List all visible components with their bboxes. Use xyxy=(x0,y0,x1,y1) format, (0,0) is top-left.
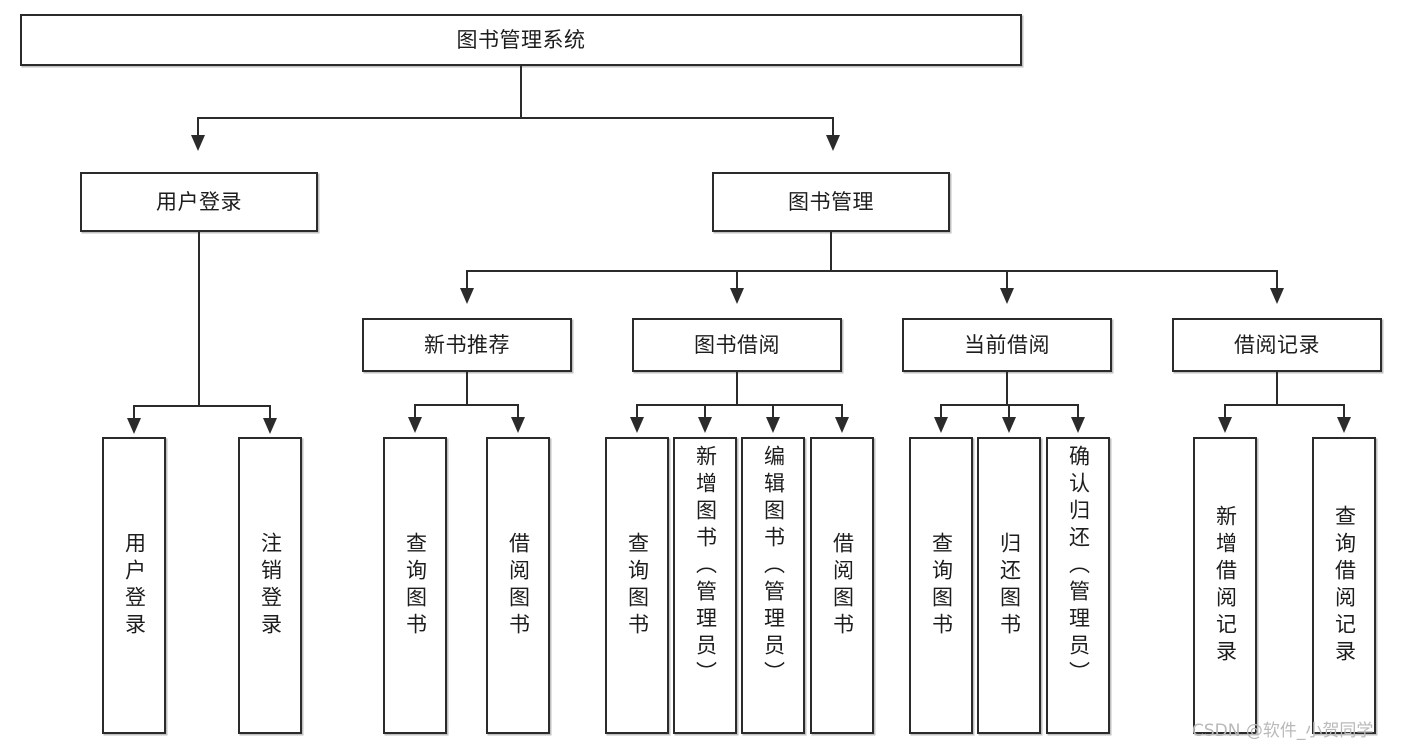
leaf-book-borrow-add[interactable]: 新增图书（管理员） xyxy=(673,437,737,734)
leaf-borrow-record-query-label: 查询借阅记录 xyxy=(1332,504,1357,667)
arrowhead-leaf-bb-2 xyxy=(698,417,712,433)
node-book-borrow[interactable]: 图书借阅 xyxy=(632,318,842,372)
connector-drop-leaf-br-2 xyxy=(1343,404,1345,420)
arrowhead-leaf-bb-3 xyxy=(766,417,780,433)
leaf-current-borrow-query-label: 查询图书 xyxy=(929,531,954,640)
arrowhead-current-borrow xyxy=(1000,288,1014,304)
connector-drop-leaf-nb-2 xyxy=(517,404,519,420)
connector-drop-leaf-bb-3 xyxy=(772,404,774,420)
connector-leaf-bus-book-borrow xyxy=(636,404,842,406)
node-user-login-label: 用户登录 xyxy=(156,189,242,214)
connector-drop-leaf-bb-4 xyxy=(841,404,843,420)
connector-drop-leaf-bb-1 xyxy=(636,404,638,420)
connector-drop-leaf-user-login-1 xyxy=(133,405,135,421)
node-current-borrow[interactable]: 当前借阅 xyxy=(902,318,1112,372)
connector-drop-current-borrow xyxy=(1006,270,1008,292)
leaf-book-borrow-add-label: 新增图书（管理员） xyxy=(693,445,718,688)
node-book-management[interactable]: 图书管理 xyxy=(712,172,950,232)
leaf-current-borrow-confirm-label: 确认归还（管理员） xyxy=(1066,445,1091,688)
leaf-current-borrow-return[interactable]: 归还图书 xyxy=(977,437,1041,734)
node-book-management-label: 图书管理 xyxy=(788,189,874,214)
arrowhead-borrow-record xyxy=(1270,288,1284,304)
connector-drop-leaf-cb-1 xyxy=(940,404,942,420)
arrowhead-leaf-user-login-2 xyxy=(263,418,277,434)
connector-drop-new-book xyxy=(466,270,468,292)
connector-user-login-leaf-bus xyxy=(133,405,270,407)
leaf-borrow-record-add[interactable]: 新增借阅记录 xyxy=(1193,437,1257,734)
connector-drop-user-login xyxy=(197,117,199,139)
arrowhead-leaf-cb-2 xyxy=(1002,417,1016,433)
connector-drop-book-borrow xyxy=(736,270,738,292)
connector-stem-new-book xyxy=(466,372,468,405)
leaf-book-borrow-query-label: 查询图书 xyxy=(625,531,650,640)
arrowhead-leaf-user-login-1 xyxy=(127,418,141,434)
connector-user-login-stem xyxy=(198,232,200,406)
arrowhead-leaf-br-1 xyxy=(1218,417,1232,433)
connector-drop-leaf-user-login-2 xyxy=(269,405,271,421)
connector-drop-borrow-record xyxy=(1276,270,1278,292)
node-new-book-recommend-label: 新书推荐 xyxy=(424,332,510,357)
connector-drop-leaf-cb-2 xyxy=(1008,404,1010,420)
arrowhead-leaf-cb-1 xyxy=(934,417,948,433)
connector-stem-current-borrow xyxy=(1006,372,1008,405)
arrowhead-leaf-bb-1 xyxy=(630,417,644,433)
connector-level3-bus xyxy=(466,270,1276,272)
connector-drop-leaf-cb-3 xyxy=(1077,404,1079,420)
leaf-borrow-record-query[interactable]: 查询借阅记录 xyxy=(1312,437,1376,734)
leaf-new-book-query-label: 查询图书 xyxy=(403,531,428,640)
leaf-new-book-query[interactable]: 查询图书 xyxy=(383,437,447,734)
arrowhead-leaf-nb-1 xyxy=(408,417,422,433)
leaf-book-borrow-borrow-label: 借阅图书 xyxy=(830,531,855,640)
leaf-book-borrow-edit-label: 编辑图书（管理员） xyxy=(761,445,786,688)
node-book-borrow-label: 图书借阅 xyxy=(694,332,780,357)
node-current-borrow-label: 当前借阅 xyxy=(964,332,1050,357)
connector-leaf-bus-new-book xyxy=(414,404,518,406)
connector-stem-book-borrow xyxy=(736,372,738,405)
node-borrow-record-label: 借阅记录 xyxy=(1234,332,1320,357)
leaf-user-login-login[interactable]: 用户登录 xyxy=(102,437,166,734)
connector-drop-leaf-br-1 xyxy=(1224,404,1226,420)
connector-stem-borrow-record xyxy=(1276,372,1278,405)
connector-drop-leaf-nb-1 xyxy=(414,404,416,420)
connector-drop-book-management xyxy=(832,117,834,139)
connector-book-management-stem xyxy=(830,232,832,271)
arrowhead-leaf-bb-4 xyxy=(835,417,849,433)
arrowhead-book-management xyxy=(826,135,840,151)
connector-leaf-bus-borrow-record xyxy=(1224,404,1344,406)
leaf-user-login-login-label: 用户登录 xyxy=(122,531,147,640)
leaf-user-login-logout[interactable]: 注销登录 xyxy=(238,437,302,734)
arrowhead-leaf-br-2 xyxy=(1337,417,1351,433)
connector-drop-leaf-bb-2 xyxy=(704,404,706,420)
node-borrow-record[interactable]: 借阅记录 xyxy=(1172,318,1382,372)
connector-level2-bus xyxy=(197,117,834,119)
watermark-text: CSDN @软件_小贺同学 xyxy=(1192,721,1374,741)
node-root-label: 图书管理系统 xyxy=(456,27,586,52)
leaf-borrow-record-add-label: 新增借阅记录 xyxy=(1213,504,1238,667)
leaf-new-book-borrow[interactable]: 借阅图书 xyxy=(486,437,550,734)
node-root-book-management-system[interactable]: 图书管理系统 xyxy=(20,14,1022,66)
arrowhead-user-login xyxy=(191,135,205,151)
leaf-new-book-borrow-label: 借阅图书 xyxy=(506,531,531,640)
node-user-login[interactable]: 用户登录 xyxy=(80,172,318,232)
arrowhead-new-book xyxy=(460,288,474,304)
connector-root-stem xyxy=(520,66,522,118)
leaf-current-borrow-return-label: 归还图书 xyxy=(997,531,1022,640)
arrowhead-book-borrow xyxy=(730,288,744,304)
arrowhead-leaf-cb-3 xyxy=(1071,417,1085,433)
leaf-book-borrow-query[interactable]: 查询图书 xyxy=(605,437,669,734)
leaf-book-borrow-borrow[interactable]: 借阅图书 xyxy=(810,437,874,734)
node-new-book-recommend[interactable]: 新书推荐 xyxy=(362,318,572,372)
leaf-current-borrow-confirm[interactable]: 确认归还（管理员） xyxy=(1046,437,1110,734)
leaf-book-borrow-edit[interactable]: 编辑图书（管理员） xyxy=(741,437,805,734)
arrowhead-leaf-nb-2 xyxy=(511,417,525,433)
leaf-user-login-logout-label: 注销登录 xyxy=(258,531,283,640)
leaf-current-borrow-query[interactable]: 查询图书 xyxy=(909,437,973,734)
